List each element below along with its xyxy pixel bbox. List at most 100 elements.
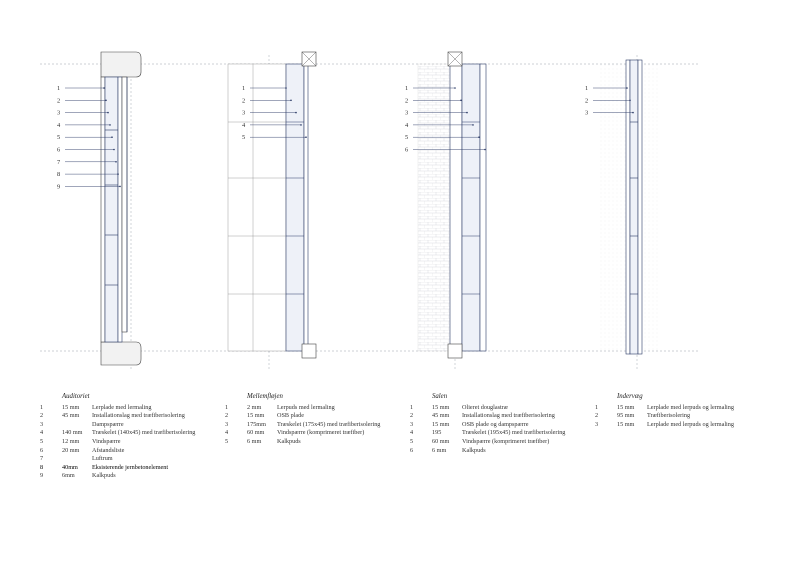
legend-number: 3 [595,420,599,428]
callout-number: 2 [585,97,588,104]
legend-row: 2 15 mm OSB plade [225,412,415,421]
legend-thickness: 60 mm [247,429,265,437]
brick-wall [417,63,451,352]
legend-number: 5 [40,437,44,445]
board-layer-left [625,59,631,355]
legend-thickness: 12 mm [62,437,80,445]
legend-number: 3 [410,420,414,428]
callout-number: 2 [57,97,60,104]
legend-row: 1 15 mm Lerplade med lermaling [40,404,230,413]
callout-number: 4 [405,122,409,129]
legend-desc: Lerplade med lerpuds og lermaling [647,403,734,411]
legend-thickness: 6mm [62,472,75,480]
legend-row: 1 15 mm Lerplade med lerpuds og lermaling [595,404,785,413]
concrete-layer [121,76,128,333]
callout-dot [115,161,117,163]
insulation-layer [629,59,639,355]
legend-row: 2 45 mm Installationslag med træfiberisole… [40,412,230,421]
legend-number: 2 [410,412,414,420]
callout-number: 1 [242,85,245,92]
legend-thickness: 195 [432,429,442,437]
callout-number: 5 [242,134,245,141]
board-layer-right [637,59,643,355]
callout-dot [300,124,302,126]
legend-number: 6 [410,446,414,454]
legend-number: 1 [595,403,599,411]
callout-dot [290,99,292,102]
existing-wall [227,63,287,352]
beam-cross [447,51,463,67]
callout-number: 8 [57,171,60,178]
callout-dot [103,87,105,89]
legend-number: 1 [410,403,414,411]
legend-thickness: 60 mm [432,437,450,445]
callout-number: 9 [57,183,60,190]
legend-thickness: 15 mm [247,412,265,420]
legend-thickness: 15 mm [432,420,450,428]
callout-number: 3 [585,110,588,117]
callout-dot [107,111,109,114]
legend-thickness: 45 mm [432,412,450,420]
legend-desc: Luftrum [92,455,113,463]
callout-dot [295,111,297,114]
cladding-layer [449,63,463,352]
callout-number: 6 [57,147,60,154]
legend-desc: Lerpuds med lermaling [277,403,335,411]
legend-row: 2 45 mm Installationslag med træfiberisole… [410,412,600,421]
callout-number: 5 [57,134,60,141]
legend-desc: Vindspærre (komprimeret træfiber) [462,437,550,445]
callout-number: 7 [57,159,61,166]
legend-thickness: 20 mm [62,446,80,454]
legend-number: 6 [40,446,44,454]
legend-desc: Installationslag med træfiberisolering [462,412,555,420]
callout-dot [111,136,113,138]
callout-dot [484,148,486,151]
legend-0: Auditoriet 1 15 mm Lerplade med lermaling 2 4… [40,393,230,481]
legend-number: 4 [225,429,229,437]
legend-desc: OSB plade og dampspærre [462,420,529,428]
legend-thickness: 15 mm [432,403,450,411]
legend-thickness: 6 mm [247,437,262,445]
callout-number: 5 [405,134,408,141]
legend-desc: Afstandsliste [92,446,125,454]
callout-dot [472,124,474,126]
callout-dot [626,87,628,89]
callout-number: 1 [405,85,408,92]
legend-thickness: 15 mm [62,403,80,411]
legend-number: 1 [225,403,229,411]
callout-number: 2 [405,97,408,104]
plaster-layer [100,76,106,343]
legend-desc: OSB plade [277,412,304,420]
callout-number: 1 [585,85,588,92]
concrete-cap-bottom [100,341,142,366]
installation-layer [104,76,119,343]
callout-dot [305,136,307,138]
legend-desc: Træskelet (175x45) med træfiberisolering [277,420,381,428]
callout-dot [632,111,634,114]
callout-dot [466,111,468,114]
legend-thickness: 95 mm [617,412,635,420]
legend-number: 9 [40,472,44,480]
legend-thickness: 175mm [247,420,266,428]
legend-thickness: 45 mm [62,412,80,420]
legend-number: 2 [225,412,229,420]
legend-title: Auditoriet [62,393,90,400]
legend-desc: Installationslag med træfiberisolering [92,412,185,420]
legend-desc: Lerplade med lermaling [92,403,152,411]
beam-block-bottom [447,343,463,359]
beam-block-bottom [301,343,317,359]
legend-number: 7 [40,455,44,463]
callout-dot [105,99,107,102]
legend-thickness: 15 mm [617,403,635,411]
